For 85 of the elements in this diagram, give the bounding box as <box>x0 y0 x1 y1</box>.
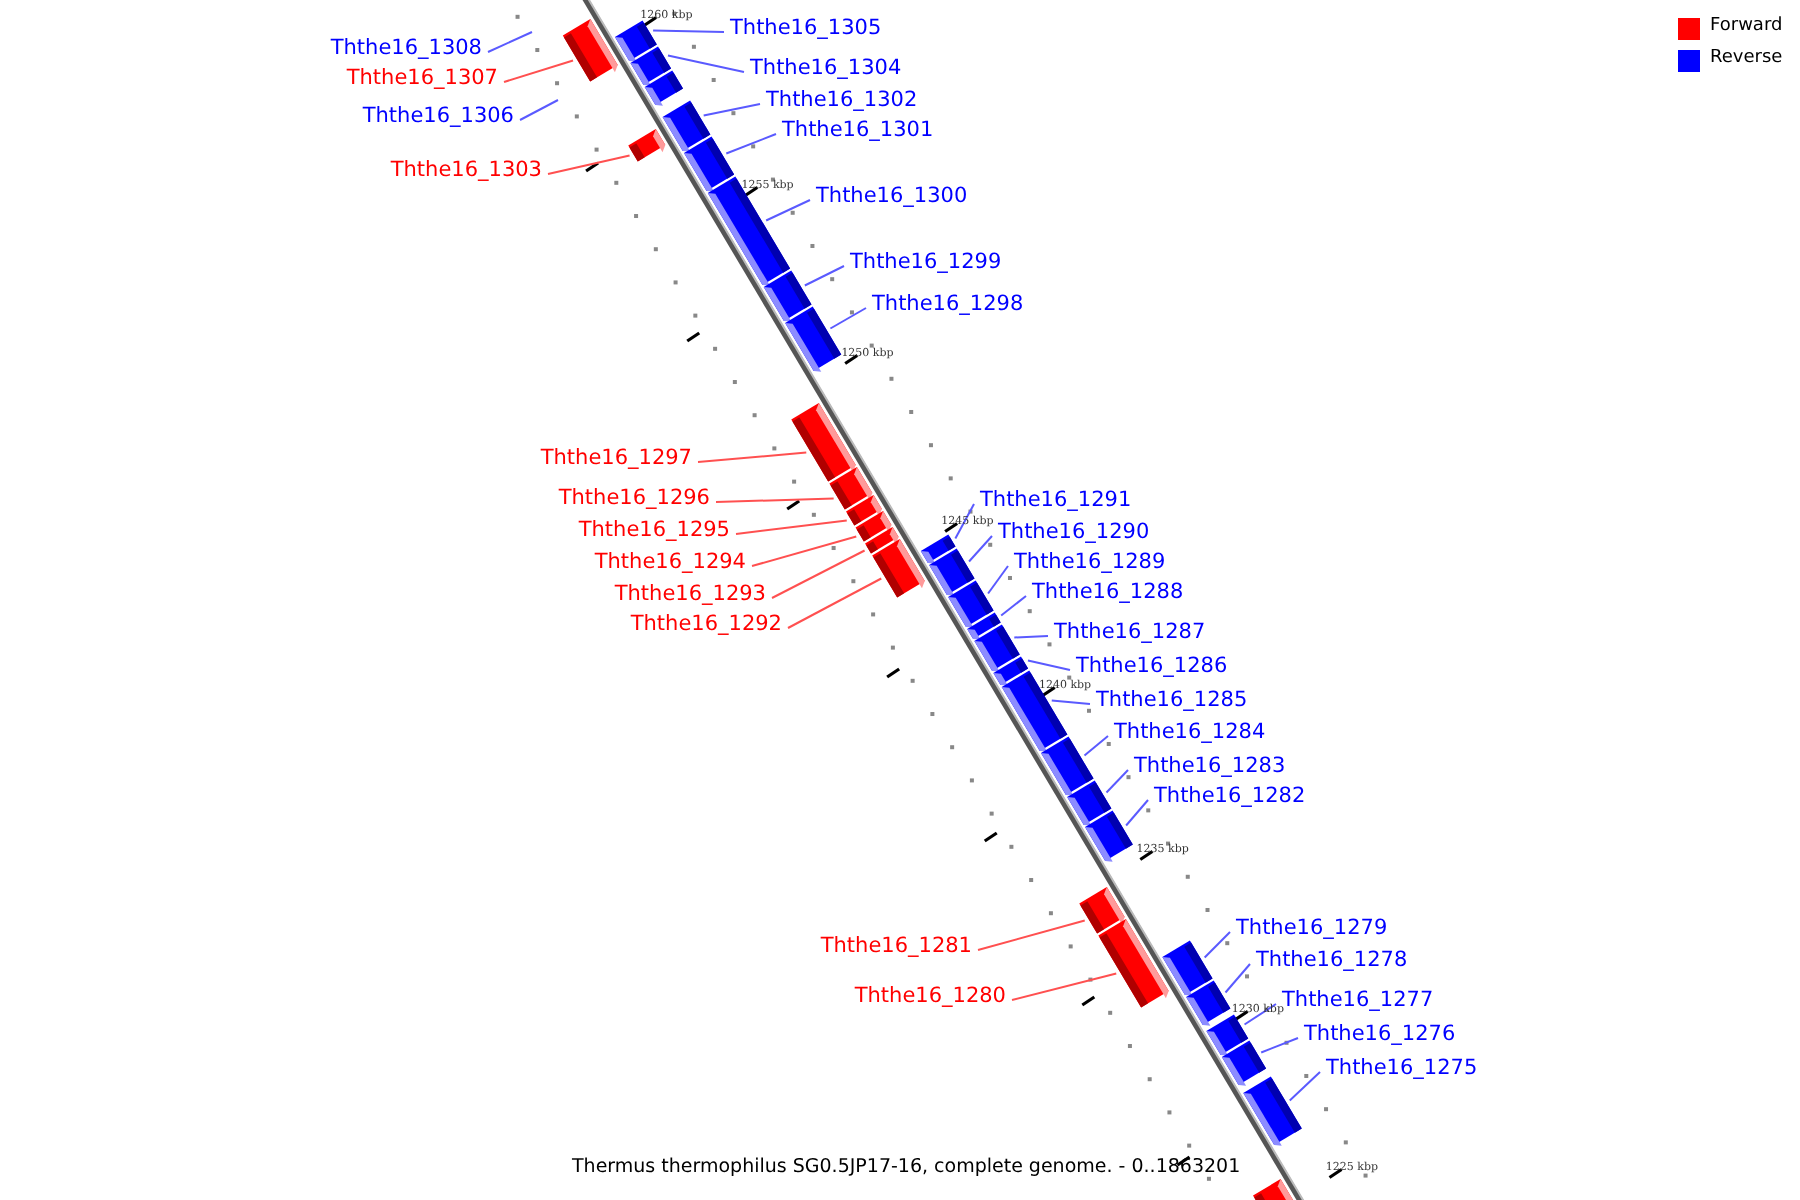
gene-label: Ththe16_1295 <box>578 518 730 544</box>
gene-block <box>684 136 735 192</box>
leader-line <box>829 307 867 330</box>
leader-line <box>968 535 993 563</box>
legend-label: Forward <box>1710 16 1783 36</box>
leader-line <box>977 919 1086 951</box>
gene-label: Ththe16_1302 <box>766 88 918 114</box>
gene-label: Ththe16_1289 <box>1014 550 1166 576</box>
leader-line <box>1105 769 1129 794</box>
leader-line <box>1224 963 1251 994</box>
gene-label: Ththe16_1276 <box>1304 1022 1456 1048</box>
gene-label: Ththe16_1304 <box>750 56 902 82</box>
leader-line <box>787 577 883 629</box>
gene-block <box>785 306 842 372</box>
leader-line <box>1260 1037 1299 1054</box>
gene-label: Ththe16_1285 <box>1096 688 1248 714</box>
gene-label: Ththe16_1291 <box>980 488 1132 514</box>
gene-block <box>1001 670 1068 752</box>
gene-label: Ththe16_1308 <box>330 36 482 62</box>
leader-line <box>652 29 725 33</box>
gene-label: Ththe16_1303 <box>390 158 542 184</box>
leader-line <box>771 549 866 599</box>
gene-label: Ththe16_1301 <box>782 118 934 144</box>
gene-block <box>1162 940 1213 996</box>
leader-line <box>1011 972 1118 1001</box>
gene-label: Ththe16_1275 <box>1326 1056 1478 1082</box>
leader-line <box>519 99 559 121</box>
gene-label: Ththe16_1288 <box>1032 580 1184 606</box>
leader-line <box>1203 931 1231 959</box>
leader-line <box>667 54 745 73</box>
leader-line <box>547 154 631 175</box>
leader-line <box>765 199 811 222</box>
gene-label: Ththe16_1278 <box>1256 948 1408 974</box>
gene-block <box>628 129 666 162</box>
leader-line <box>1050 699 1091 705</box>
leader-line <box>987 565 1009 595</box>
leader-line <box>1083 735 1109 757</box>
leader-line <box>735 519 848 535</box>
gene-label: Ththe16_1290 <box>998 520 1150 546</box>
leader-line <box>1026 659 1071 671</box>
gene-label: Ththe16_1297 <box>540 446 692 472</box>
leader-line <box>751 535 858 567</box>
gene-block <box>791 403 856 482</box>
gene-label: Ththe16_1299 <box>850 250 1002 276</box>
gene-label: Ththe16_1284 <box>1114 720 1266 746</box>
leader-line <box>715 497 835 503</box>
gene-label: Ththe16_1292 <box>630 612 782 638</box>
gene-block <box>1186 980 1231 1026</box>
leader-line <box>1000 595 1027 617</box>
gene-block <box>1221 1040 1267 1086</box>
gene-block <box>1253 1179 1294 1200</box>
leader-line <box>1288 1071 1321 1102</box>
gene-label: Ththe16_1298 <box>872 292 1024 318</box>
leader-line <box>1013 635 1049 639</box>
gene-label: Ththe16_1286 <box>1076 654 1228 680</box>
gene-label: Ththe16_1283 <box>1134 754 1286 780</box>
leader-line <box>725 133 777 155</box>
gene-label: Ththe16_1277 <box>1282 988 1434 1014</box>
leader-line <box>1125 799 1149 827</box>
leader-line <box>697 451 808 463</box>
gene-label: Ththe16_1293 <box>614 582 766 608</box>
leader-line <box>487 31 533 53</box>
gene-label: Ththe16_1294 <box>594 550 746 576</box>
gene-label: Ththe16_1305 <box>730 16 882 42</box>
gene-block <box>1243 1076 1302 1146</box>
gene-block <box>562 19 618 82</box>
gene-block <box>1085 810 1133 862</box>
leader-line <box>702 103 761 117</box>
gene-label: Ththe16_1306 <box>362 104 514 130</box>
gene-label: Ththe16_1287 <box>1054 620 1206 646</box>
gene-label: Ththe16_1282 <box>1154 784 1306 810</box>
gene-block <box>1098 919 1169 1008</box>
gene-block <box>707 176 791 286</box>
gene-block <box>644 70 683 106</box>
gene-label: Ththe16_1300 <box>816 184 968 210</box>
leader-line <box>803 265 845 287</box>
gene-label: Ththe16_1307 <box>346 66 498 92</box>
gene-label: Ththe16_1296 <box>558 486 710 512</box>
leader-line <box>503 59 575 83</box>
gene-label: Ththe16_1279 <box>1236 916 1388 942</box>
legend-label: Reverse <box>1710 48 1783 68</box>
caption: Thermus thermophilus SG0.5JP17-16, complete genome. - 0..1863201 <box>572 1156 1241 1178</box>
gene-label: Ththe16_1281 <box>820 934 972 960</box>
gene-block <box>1041 736 1094 796</box>
gene-label: Ththe16_1280 <box>854 984 1006 1010</box>
